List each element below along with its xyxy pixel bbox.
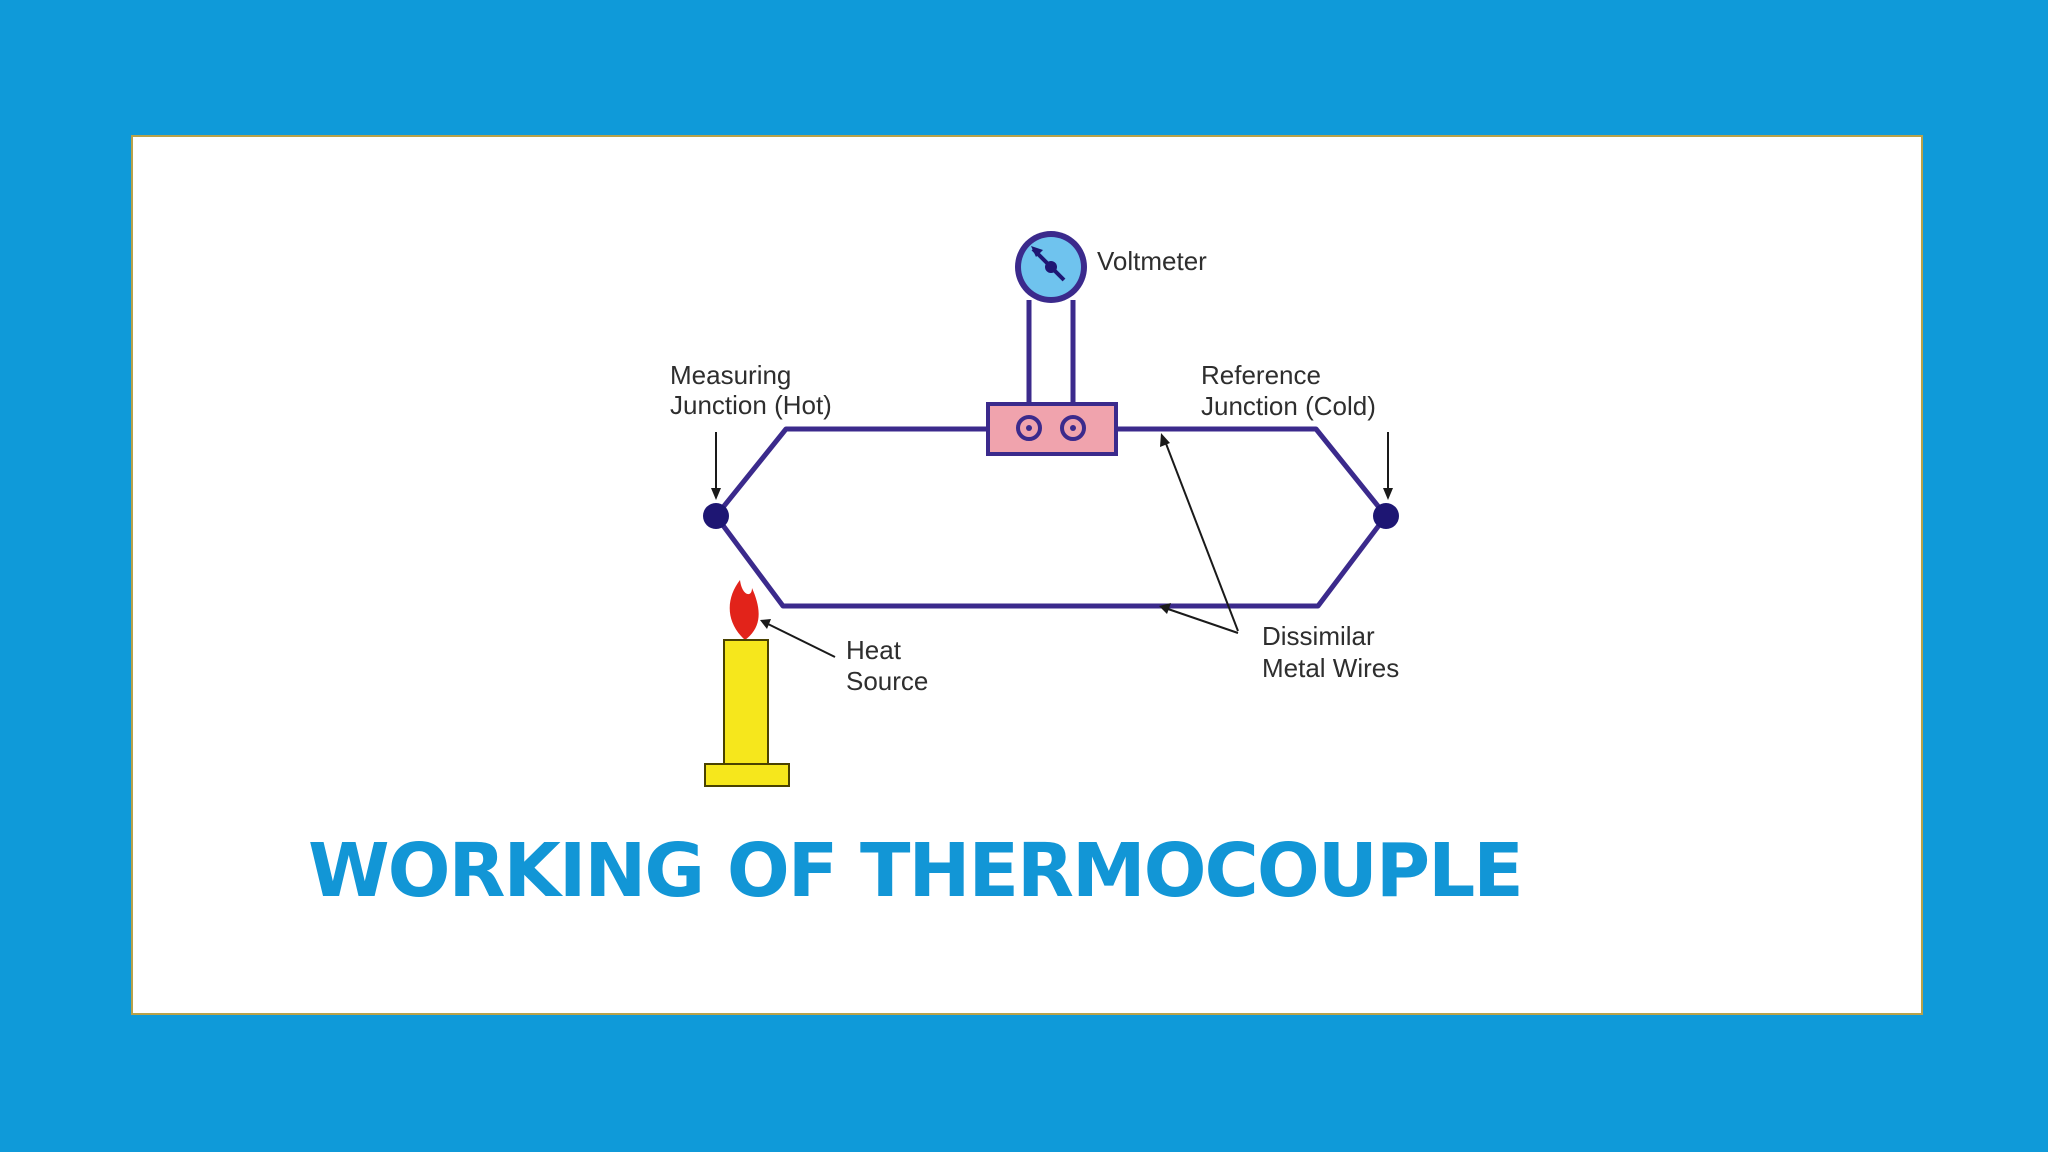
measuring-junction-label-line1: Measuring (670, 360, 791, 390)
reference-junction-label-line1: Reference (1201, 360, 1321, 390)
heat-source-arrow (767, 623, 836, 658)
heat-source-label-line1: Heat (846, 635, 902, 665)
voltmeter-icon (1015, 231, 1087, 303)
terminal-left-dot (1026, 425, 1032, 431)
hot-junction (703, 503, 729, 529)
slide-title: WORKING OF THERMOCOUPLE (308, 828, 1524, 914)
terminal-block (986, 402, 1118, 456)
upper-wire (714, 426, 1388, 518)
lower-wire (713, 514, 1388, 609)
wire-arrow-upper (1164, 440, 1239, 632)
terminal-left (1016, 415, 1042, 441)
wire-arrow-lower (1167, 608, 1239, 634)
terminal-right (1060, 415, 1086, 441)
annotation-arrows (711, 432, 1393, 658)
terminal-right-dot (1070, 425, 1076, 431)
dissimilar-wires-label-line2: Metal Wires (1262, 653, 1399, 683)
candle-icon (704, 580, 790, 787)
reference-junction-label-line2: Junction (Cold) (1201, 391, 1376, 421)
measuring-junction-label-line2: Junction (Hot) (670, 390, 832, 420)
dissimilar-wires-label-line1: Dissimilar (1262, 621, 1375, 651)
voltmeter-label: Voltmeter (1097, 246, 1207, 276)
heat-source-label-line2: Source (846, 666, 928, 696)
cold-junction (1373, 503, 1399, 529)
